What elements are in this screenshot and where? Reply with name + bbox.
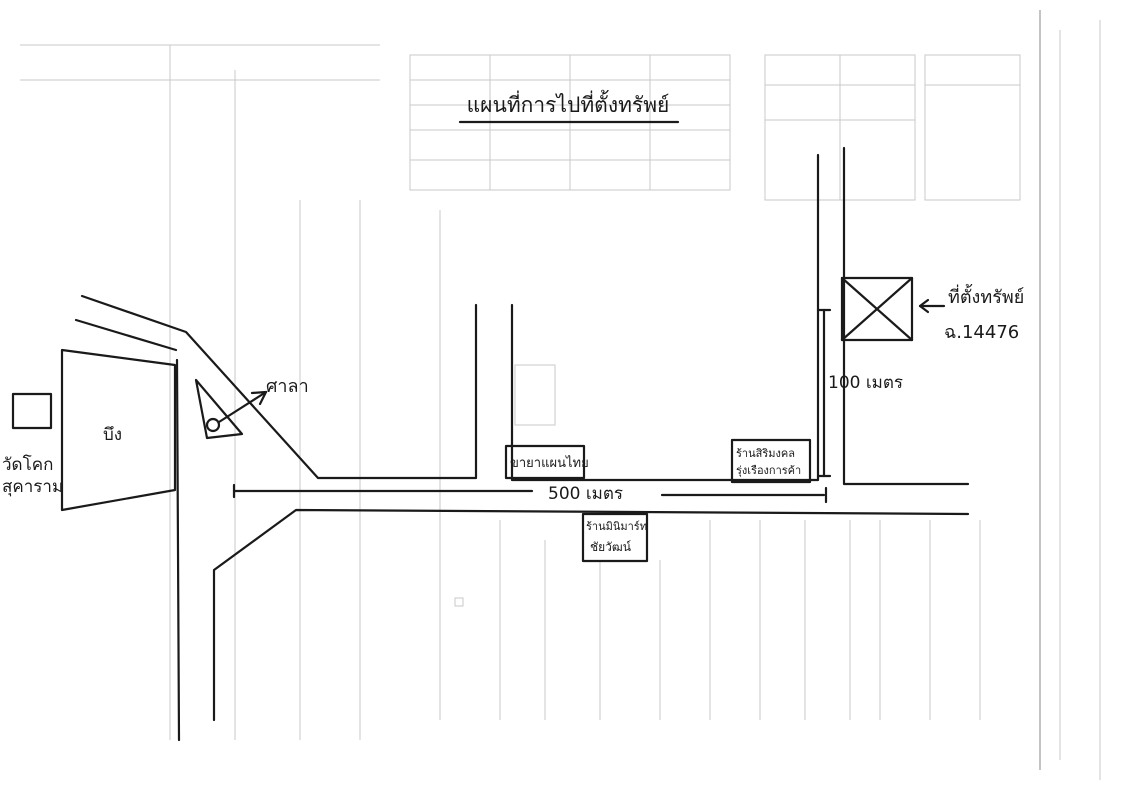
shop-south-label-line1: ร้านมินิมาร์ท — [586, 520, 647, 533]
water-body — [60, 348, 177, 512]
west-road-edge — [175, 358, 181, 742]
pharmacy-shop — [504, 444, 586, 480]
main-road-south-edge — [212, 508, 970, 722]
temple-label-line2: สุคาราม — [2, 477, 63, 497]
pavilion-pointer-arrowhead — [250, 390, 268, 406]
temple-building — [11, 392, 53, 430]
shop-south-label-line2: ชัยวัฒน์ — [590, 540, 631, 554]
map-title: แผนที่การไปที่ตั้งทรัพย์ — [467, 90, 670, 117]
main-road-north-edge-mid — [510, 153, 820, 482]
temple-label-line1: วัดโคก — [2, 454, 53, 475]
pavilion-icon — [205, 417, 221, 433]
property-location-marker — [840, 276, 914, 342]
pavilion-plot — [194, 378, 244, 440]
distance-marker-main — [232, 483, 828, 504]
diagonal-road-lower-edge — [74, 318, 178, 352]
shop-right — [730, 438, 812, 484]
distance-label-side: 100 เมตร — [828, 373, 903, 393]
distance-label-main: 500 เมตร — [548, 484, 623, 504]
property-label: ที่ตั้งทรัพย์ — [948, 284, 1024, 308]
shop-south — [581, 512, 649, 563]
shop-right-label-line1: ร้านสิริมงคล — [736, 447, 795, 460]
pavilion-label: ศาลา — [266, 376, 309, 397]
pharmacy-shop-label: ขายาแผนไทย — [510, 455, 589, 471]
bleed-through-background — [20, 10, 1101, 780]
property-arrow — [918, 298, 946, 314]
pavilion-pointer — [217, 390, 268, 424]
property-deed-number: ฉ.14476 — [944, 322, 1019, 343]
roads — [74, 146, 970, 742]
main-road-north-edge-east — [842, 146, 970, 486]
diagonal-road-upper-edge — [80, 294, 478, 480]
shop-right-label-line2: รุ่งเรืองการค้า — [736, 464, 801, 477]
water-body-label: บึง — [103, 425, 122, 445]
distance-marker-side — [816, 308, 832, 478]
